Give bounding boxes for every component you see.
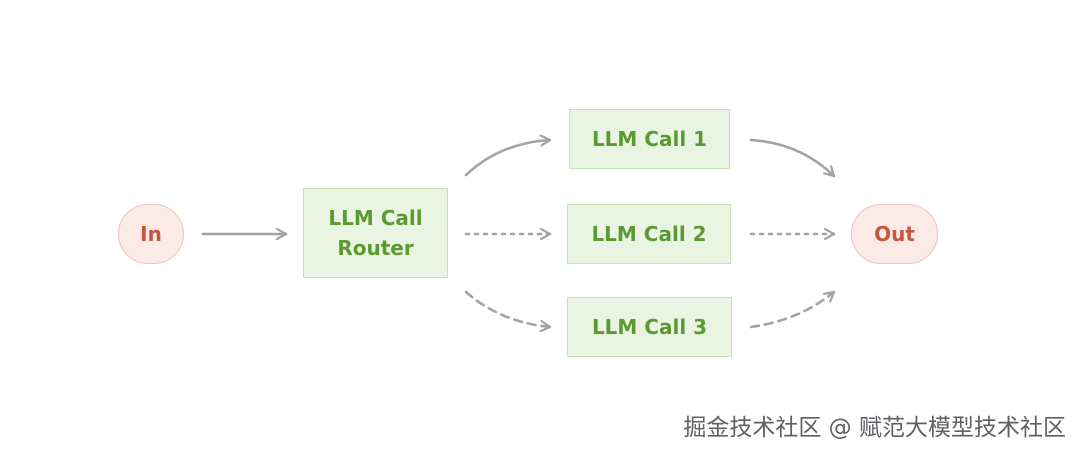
- router-node-label-line1: LLM Call: [328, 206, 423, 230]
- arrow-call1-to-out: [749, 138, 836, 178]
- arrow-call3-to-out: [749, 290, 836, 329]
- in-node-label: In: [140, 222, 162, 246]
- router-node-label-line2: Router: [337, 236, 414, 260]
- llm-call-2-node: LLM Call 2: [567, 204, 731, 264]
- arrow-router-to-call3: [464, 290, 552, 327]
- watermark-text: 掘金技术社区 @ 赋范大模型技术社区: [683, 415, 1066, 441]
- out-node: Out: [851, 204, 938, 264]
- arrow-router-to-call1: [464, 140, 552, 177]
- router-node: LLM Call Router: [303, 188, 448, 278]
- llm-call-1-node: LLM Call 1: [569, 109, 730, 169]
- in-node: In: [118, 204, 184, 264]
- llm-call-3-label: LLM Call 3: [591, 315, 708, 339]
- llm-call-2-label: LLM Call 2: [591, 222, 707, 246]
- llm-call-1-label: LLM Call 1: [591, 127, 708, 151]
- llm-call-3-node: LLM Call 3: [567, 297, 732, 357]
- out-node-label: Out: [874, 222, 915, 246]
